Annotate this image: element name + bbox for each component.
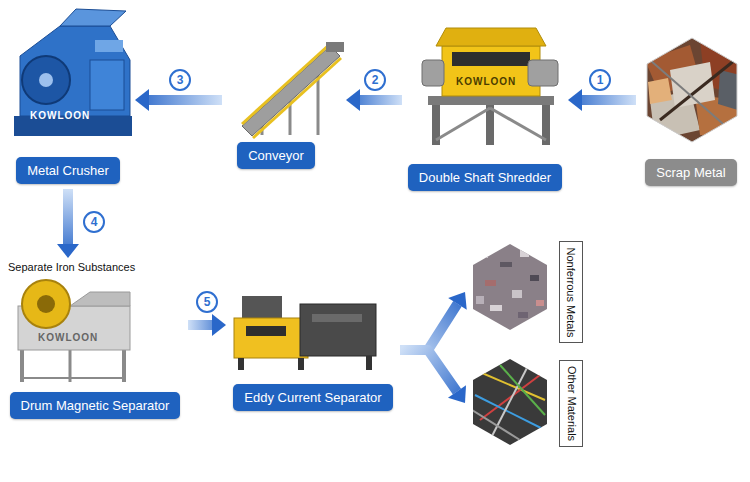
step-label-box: Drum Magnetic Separator xyxy=(10,392,181,419)
flow-arrow xyxy=(346,89,402,111)
machine-card: Double Shaft Shredder xyxy=(402,20,568,194)
arrow-shaft xyxy=(188,320,212,330)
arrow-head xyxy=(568,89,582,111)
vertical-label-box: Nonferrous Metals xyxy=(559,241,583,343)
step-label-box: Double Shaft Shredder xyxy=(408,164,562,191)
watermark: KOWLOON xyxy=(30,110,90,121)
callout-number: 4 xyxy=(83,211,105,233)
flow-arrow xyxy=(135,89,222,111)
watermark: KOWLOON xyxy=(456,76,516,87)
callout-number: 2 xyxy=(364,69,386,91)
conveyor-picture xyxy=(242,42,344,138)
arrow-head xyxy=(212,314,226,336)
scrap-metal-picture xyxy=(645,36,740,144)
callout-number: 3 xyxy=(169,69,191,91)
metal-crusher-picture xyxy=(14,9,132,136)
step-note: Separate Iron Substances xyxy=(8,261,135,274)
nonferrous-picture xyxy=(470,242,550,332)
machine-card: Metal Crusher xyxy=(5,8,135,188)
vertical-label-box: Other Materials xyxy=(559,360,583,447)
arrow-shaft xyxy=(400,350,457,392)
callout-number: 5 xyxy=(196,291,218,313)
arrow-shaft xyxy=(400,304,457,350)
arrow-head xyxy=(448,292,467,310)
flow-arrow xyxy=(568,89,636,111)
drum-separator-picture xyxy=(18,280,130,382)
step-label-box: Eddy Current Separator xyxy=(233,384,392,411)
eddy-separator-picture xyxy=(234,296,376,370)
machine-card: Other Materials xyxy=(465,355,589,451)
other-materials-picture xyxy=(470,357,550,447)
arrow-shaft xyxy=(149,95,222,105)
output-label: Other Materials xyxy=(565,365,578,440)
machine-card: Nonferrous Metals xyxy=(465,240,589,344)
arrow-shaft xyxy=(582,95,636,105)
flow-arrow xyxy=(57,189,79,258)
machine-card: Conveyor xyxy=(222,40,346,172)
step-label-box: Metal Crusher xyxy=(16,157,120,184)
machine-card: Scrap Metal xyxy=(636,35,746,192)
shredder-picture xyxy=(422,28,558,145)
step-label-box: Conveyor xyxy=(237,142,315,169)
flow-arrow xyxy=(188,314,226,336)
machine-card: Eddy Current Separator xyxy=(226,288,400,414)
arrow-shaft xyxy=(360,95,402,105)
output-label: Nonferrous Metals xyxy=(564,247,577,337)
flow-arrow xyxy=(400,350,466,403)
flow-arrow xyxy=(400,292,467,350)
arrow-head xyxy=(57,244,79,258)
arrow-shaft xyxy=(63,189,73,244)
arrow-head xyxy=(448,385,466,403)
step-label-box: Scrap Metal xyxy=(645,159,736,186)
watermark: KOWLOON xyxy=(38,332,98,343)
callout-number: 1 xyxy=(589,69,611,91)
arrow-head xyxy=(135,89,149,111)
arrow-head xyxy=(346,89,360,111)
